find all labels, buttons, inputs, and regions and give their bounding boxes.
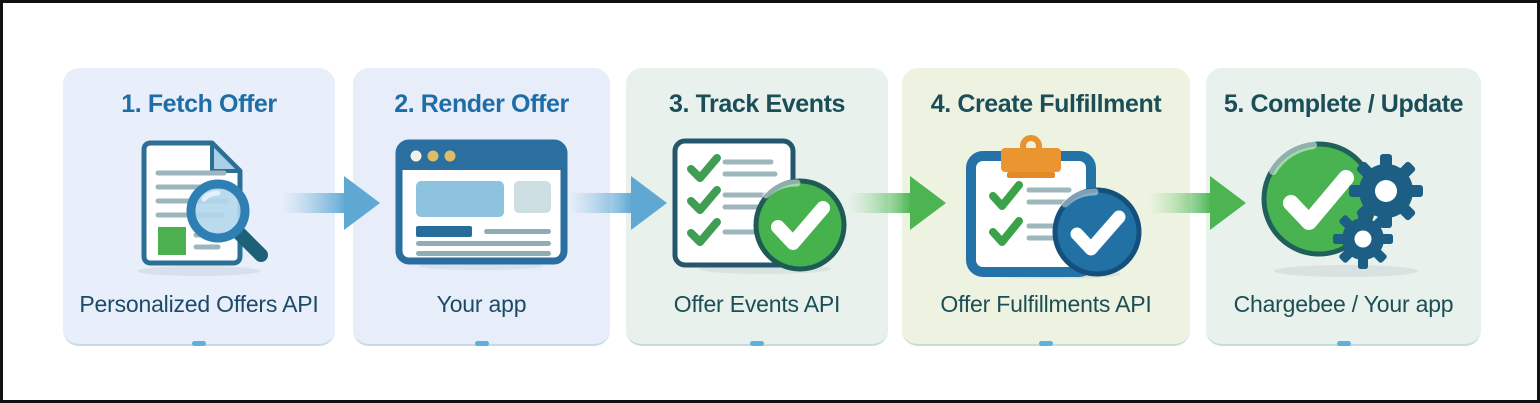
step-title: 3. Track Events xyxy=(668,90,846,118)
checklist-check-icon xyxy=(626,119,888,291)
step-title: 4. Create Fulfillment xyxy=(930,90,1162,118)
check-gears-icon xyxy=(1206,119,1481,291)
step-title: 5. Complete / Update xyxy=(1223,90,1464,118)
step-card-render-offer: 2. Render Offer Your app xyxy=(353,68,610,346)
step-title: 2. Render Offer xyxy=(394,90,569,118)
step-api-label: Chargebee / Your app xyxy=(1233,291,1454,317)
step-api-label: Your app xyxy=(436,291,527,317)
step-card-track-events: 3. Track Events xyxy=(626,68,888,346)
card-bottom-dash xyxy=(474,341,489,346)
step-api-label: Offer Events API xyxy=(673,291,841,317)
step-api-label: Personalized Offers API xyxy=(79,291,319,317)
browser-window-icon xyxy=(353,119,610,291)
flow-arrow-2-3 xyxy=(569,176,667,230)
card-bottom-dash xyxy=(1336,341,1351,346)
card-bottom-dash xyxy=(1039,341,1053,346)
flow-arrow-1-2 xyxy=(282,176,380,230)
step-title: 1. Fetch Offer xyxy=(121,90,277,118)
step-card-complete-update: 5. Complete / Update xyxy=(1206,68,1481,346)
step-api-label: Offer Fulfillments API xyxy=(940,291,1152,317)
clipboard-check-icon xyxy=(902,119,1190,291)
document-search-icon xyxy=(63,119,335,291)
card-bottom-dash xyxy=(192,341,206,346)
flow-arrow-3-4 xyxy=(848,176,946,230)
step-card-create-fulfillment: 4. Create Fulfillment xyxy=(902,68,1190,346)
card-bottom-dash xyxy=(750,341,764,346)
flow-arrow-4-5 xyxy=(1148,176,1246,230)
